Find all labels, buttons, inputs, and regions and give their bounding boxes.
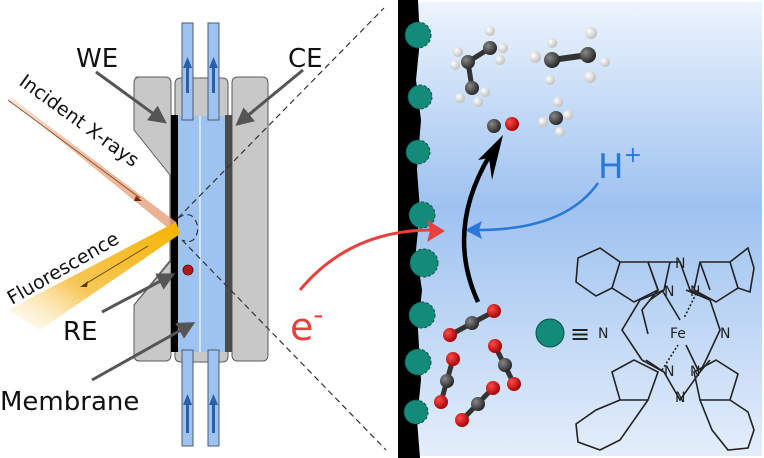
ethane-molecule [529, 27, 610, 85]
reaction-arrowhead-icon [478, 135, 503, 180]
zoom-panel-background [398, 2, 762, 456]
catalyst-particle [404, 21, 432, 49]
n-atom-label: N [664, 364, 674, 380]
label-pointers [91, 68, 304, 382]
catalyst-particle [405, 139, 431, 165]
propane-molecule [450, 26, 508, 107]
counter-electrode [225, 115, 232, 352]
iron-phthalocyanine-structure [575, 246, 755, 451]
n-atom-label: N [690, 284, 700, 300]
catalyst-particle [408, 301, 436, 329]
co2-molecule [443, 304, 501, 342]
electrolyte-chamber [178, 116, 228, 352]
co2-molecule [455, 381, 500, 427]
co2-molecule [434, 352, 460, 409]
proton-label: H+ [598, 143, 642, 187]
electrode-surface [398, 0, 422, 458]
catalyst-particles [403, 21, 439, 425]
proton-symbol: H [598, 147, 624, 187]
electron-arrowhead-icon [427, 220, 445, 242]
n-atom-label: N [675, 390, 685, 406]
catalyst-particle [407, 84, 433, 110]
incident-xrays-label: Incident X-rays [15, 70, 143, 171]
n-atom-label: N [598, 326, 608, 342]
flow-arrow-icon [183, 57, 218, 433]
proton-charge: + [624, 143, 642, 168]
reference-electrode-label: RE [63, 317, 98, 347]
catalyst-legend-particle [535, 318, 565, 348]
n-atom-label: N [675, 256, 685, 272]
equivalence-symbol: ≡ [570, 320, 590, 348]
zoom-indicator [177, 7, 387, 451]
xray-beams [7, 98, 180, 330]
catalyst-particle [409, 248, 439, 278]
proton-transfer-arrow [477, 182, 600, 232]
methane-molecule [538, 97, 573, 137]
fe-atom-label: Fe [670, 326, 686, 342]
reference-electrode-dot [182, 264, 194, 276]
electron-label: e- [290, 298, 324, 349]
cell-body-right [231, 76, 269, 362]
n-atom-label: N [720, 326, 730, 342]
co2-molecule [488, 339, 521, 391]
catalyst-particle [403, 399, 429, 425]
electron-transfer-arrow [298, 228, 433, 291]
membrane-label: Membrane [0, 387, 139, 417]
n-atom-label: N [664, 284, 674, 300]
cell-body-left-main [133, 76, 172, 362]
phthalocyanine-atom-labels: Fe N N N N N N N N [598, 256, 730, 406]
reaction-arrow [461, 153, 492, 303]
catalyst-particle [404, 348, 432, 376]
zoom-panel: H+ [298, 0, 762, 458]
electron-charge: - [313, 298, 323, 331]
carbon-monoxide-molecule [487, 117, 519, 133]
incident-xray-beam [10, 98, 176, 232]
proton-arrowhead-icon [465, 221, 482, 239]
working-electrode-label: WE [76, 44, 118, 74]
electron-symbol: e [290, 305, 313, 349]
n-atom-label: N [690, 364, 700, 380]
fluorescence-beam [8, 222, 180, 330]
counter-electrode-label: CE [288, 44, 323, 74]
co2-molecules [434, 304, 521, 427]
